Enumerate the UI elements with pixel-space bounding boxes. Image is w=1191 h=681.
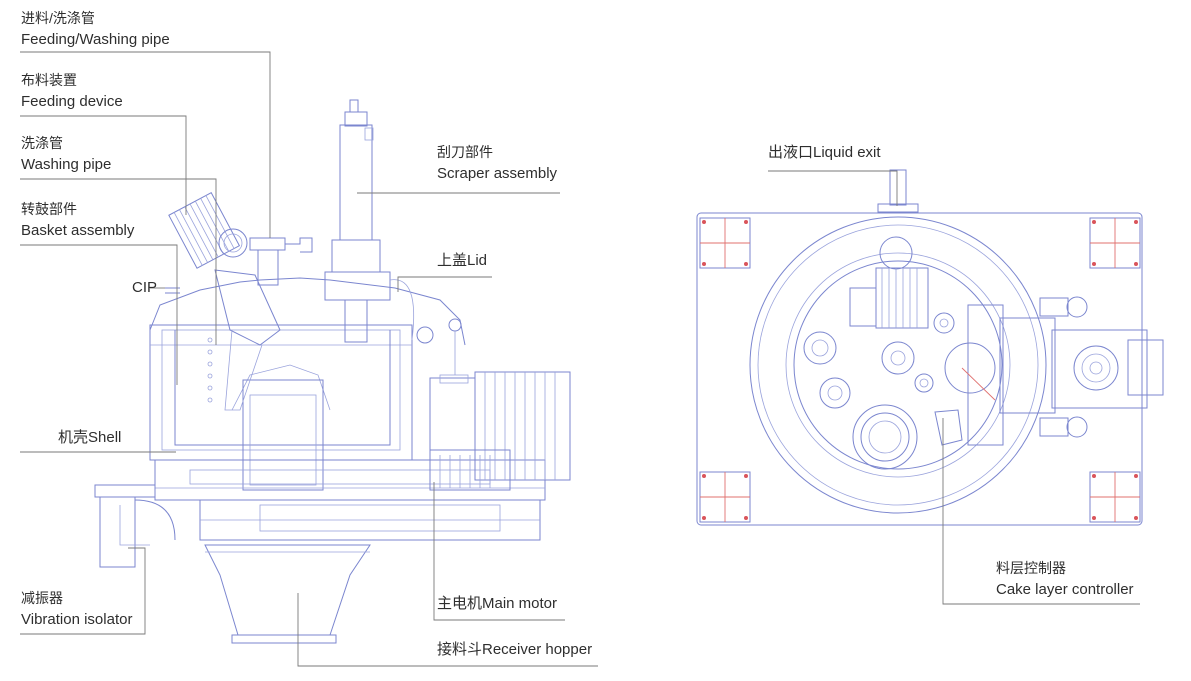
label-basket-assembly-en: Basket assembly	[21, 222, 135, 239]
label-scraper-assembly-zh: 刮刀部件	[437, 144, 493, 160]
label-main-motor-text: 主电机Main motor	[437, 595, 558, 612]
label-liquid-exit: 出液口Liquid exit	[768, 142, 881, 163]
label-liquid-exit-text: 出液口Liquid exit	[768, 144, 881, 161]
label-cip: CIP	[132, 277, 157, 298]
label-feeding-device: 布料装置 Feeding device	[21, 70, 123, 112]
label-vibration-isolator: 减振器 Vibration isolator	[21, 588, 132, 630]
top-view-drawing	[696, 169, 1164, 526]
label-basket-assembly: 转鼓部件 Basket assembly	[21, 199, 134, 241]
label-main-motor: 主电机Main motor	[437, 593, 557, 614]
label-feeding-device-en: Feeding device	[21, 93, 123, 110]
label-scraper-assembly: 刮刀部件 Scraper assembly	[437, 142, 557, 184]
label-receiver-hopper: 接料斗Receiver hopper	[437, 639, 592, 660]
label-feeding-washing-pipe-en: Feeding/Washing pipe	[21, 31, 170, 48]
leader-lines	[20, 51, 1140, 667]
label-shell-text: 机壳Shell	[58, 429, 122, 446]
label-feeding-washing-pipe-zh: 进料/洗涤管	[21, 10, 95, 26]
label-basket-assembly-zh: 转鼓部件	[21, 201, 77, 217]
label-washing-pipe: 洗涤管 Washing pipe	[21, 133, 111, 175]
label-vibration-isolator-zh: 减振器	[21, 590, 63, 606]
label-washing-pipe-zh: 洗涤管	[21, 135, 63, 151]
label-lid-text: 上盖Lid	[437, 252, 488, 269]
label-washing-pipe-en: Washing pipe	[21, 156, 112, 173]
side-view-drawing	[94, 99, 571, 644]
label-cip-text: CIP	[132, 279, 158, 296]
label-shell: 机壳Shell	[58, 427, 121, 448]
label-cake-layer-controller-zh: 料层控制器	[996, 560, 1066, 576]
label-lid: 上盖Lid	[437, 250, 487, 271]
label-feeding-washing-pipe: 进料/洗涤管 Feeding/Washing pipe	[21, 8, 170, 50]
label-vibration-isolator-en: Vibration isolator	[21, 611, 133, 628]
label-scraper-assembly-en: Scraper assembly	[437, 165, 558, 182]
label-cake-layer-controller-en: Cake layer controller	[996, 581, 1134, 598]
label-feeding-device-zh: 布料装置	[21, 72, 77, 88]
label-receiver-hopper-text: 接料斗Receiver hopper	[437, 641, 593, 658]
label-cake-layer-controller: 料层控制器 Cake layer controller	[996, 558, 1134, 600]
